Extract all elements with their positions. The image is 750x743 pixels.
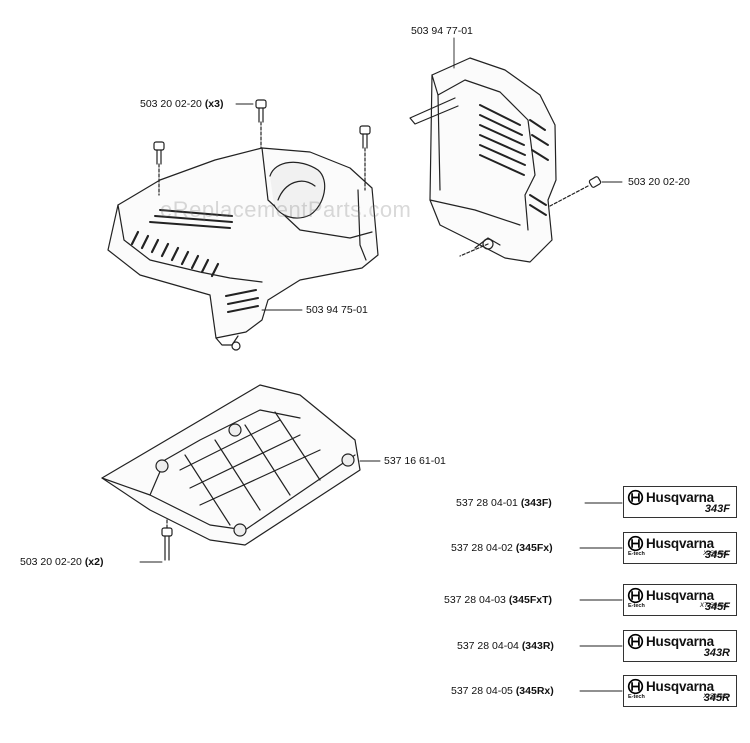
callout-part-number: 537 16 61-01 xyxy=(384,455,446,467)
decal-callout-3: 537 28 04-03 (345FxT) xyxy=(444,594,552,606)
callout-bottom-tray: 537 16 61-01 xyxy=(384,455,446,467)
decal-etech: E-tech xyxy=(628,694,645,700)
decal-etech: E-tech xyxy=(628,551,645,557)
decal-model: 345R xyxy=(703,692,730,704)
callout-part-number: 503 94 75-01 xyxy=(306,304,368,316)
husqvarna-logo-icon xyxy=(627,633,644,650)
screw-drawings xyxy=(153,99,602,561)
decal-brand: Husqvarna xyxy=(646,634,714,649)
decal-callout-2: 537 28 04-02 (345Fx) xyxy=(451,542,553,554)
decal-variant: (343R) xyxy=(521,640,554,652)
decal-variant: (345FxT) xyxy=(508,594,552,606)
husqvarna-logo-icon xyxy=(627,678,644,695)
decal-callout-4: 537 28 04-04 (343R) xyxy=(457,640,554,652)
decal-brand: Husqvarna xyxy=(646,490,714,505)
decal-brand: Husqvarna xyxy=(646,588,714,603)
callout-top-cover: 503 94 75-01 xyxy=(306,304,368,316)
bottom-tray-drawing xyxy=(101,384,361,546)
decal-part-number: 537 28 04-03 xyxy=(444,594,506,606)
decal-brand: Husqvarna xyxy=(646,679,714,694)
decal-part-number: 537 28 04-04 xyxy=(457,640,519,652)
callout-quantity: (x2) xyxy=(84,556,104,568)
decal-etech: E-tech xyxy=(628,603,645,609)
callout-part-number: 503 20 02-20 xyxy=(140,98,202,110)
decal-part-number: 537 28 04-01 xyxy=(456,497,518,509)
decal-343r: Husqvarna 343R xyxy=(623,630,737,662)
decal-part-number: 537 28 04-02 xyxy=(451,542,513,554)
leader-lines xyxy=(139,37,623,692)
top-cover-drawing xyxy=(107,147,379,351)
decal-series: X-Series xyxy=(703,693,728,700)
callout-part-number: 503 20 02-20 xyxy=(628,176,690,188)
decal-callout-5: 537 28 04-05 (345Rx) xyxy=(451,685,554,697)
callout-quantity: (x3) xyxy=(204,98,224,110)
callout-rear-screw: 503 20 02-20 xyxy=(628,176,690,188)
decal-brand: Husqvarna xyxy=(646,536,714,551)
callout-part-number: 503 94 77-01 xyxy=(411,25,473,37)
callout-rear-cover: 503 94 77-01 xyxy=(411,25,473,37)
decal-variant: (345Fx) xyxy=(515,542,553,554)
decal-345rx: Husqvarna X-Series E-tech 345R xyxy=(623,675,737,707)
decal-model: 345F xyxy=(704,549,730,561)
husqvarna-logo-icon xyxy=(627,587,644,604)
husqvarna-logo-icon xyxy=(627,489,644,506)
decal-series: XT-Series xyxy=(699,602,728,609)
husqvarna-logo-icon xyxy=(627,535,644,552)
decal-model: 345F xyxy=(704,601,730,613)
decal-345fx: Husqvarna X-Series E-tech 345F xyxy=(623,532,737,564)
decal-part-number: 537 28 04-05 xyxy=(451,685,513,697)
decal-model: 343F xyxy=(704,503,730,515)
decal-model: 343R xyxy=(703,647,730,659)
decal-variant: (343F) xyxy=(520,497,552,509)
rear-cover-drawing xyxy=(409,57,557,263)
decal-343f: Husqvarna 343F xyxy=(623,486,737,518)
decal-345fxt: Husqvarna XT-Series E-tech 345F xyxy=(623,584,737,616)
decal-callout-1: 537 28 04-01 (343F) xyxy=(456,497,552,509)
callout-top-screws: 503 20 02-20 (x3) xyxy=(140,98,224,110)
callout-part-number: 503 20 02-20 xyxy=(20,556,82,568)
decal-series: X-Series xyxy=(703,550,728,557)
callout-bottom-screws: 503 20 02-20 (x2) xyxy=(20,556,104,568)
decal-variant: (345Rx) xyxy=(515,685,554,697)
watermark: eReplacementParts.com xyxy=(160,197,412,222)
